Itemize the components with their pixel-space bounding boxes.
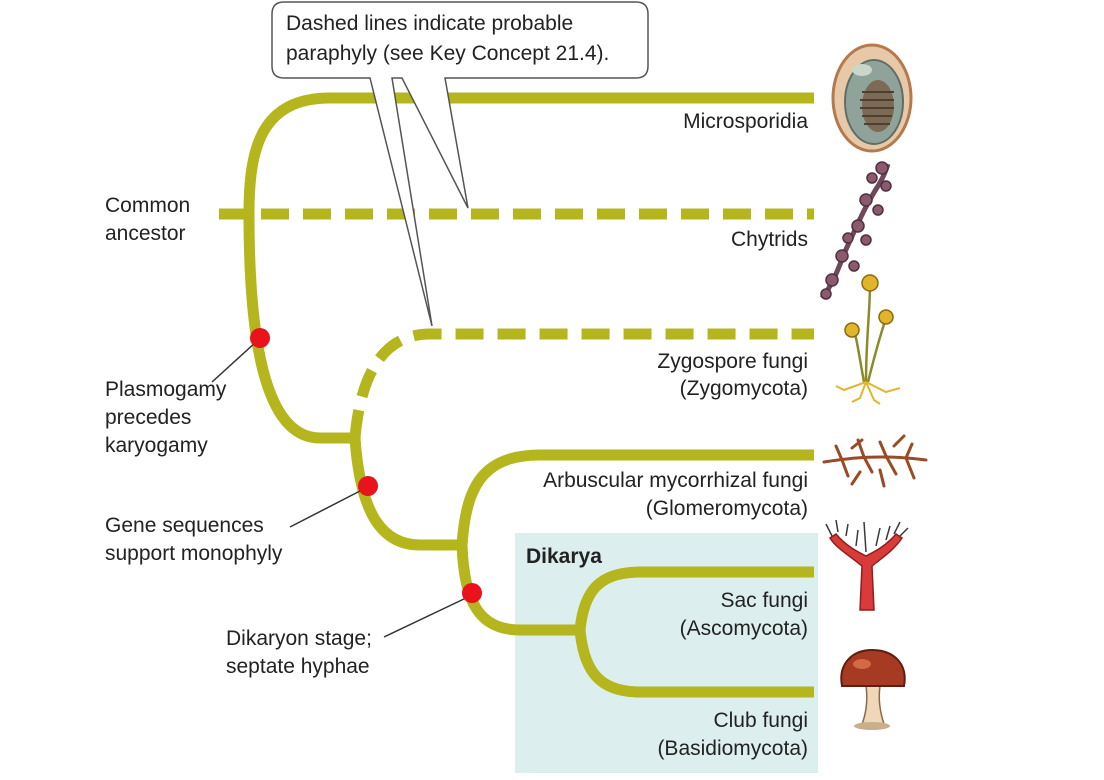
- label-club-line2: (Basidiomycota): [657, 737, 808, 760]
- zygospore-fungus-icon: [835, 274, 901, 405]
- leader-lines: [211, 341, 467, 638]
- branch-zygospore: [349, 328, 814, 439]
- label-arbuscular-line2: (Glomeromycota): [646, 497, 808, 520]
- label-microsporidia: Microsporidia: [683, 110, 808, 133]
- dot-plasmogamy: [250, 328, 270, 348]
- leader-dikaryon: [383, 597, 467, 638]
- leader-gene-sequences: [289, 490, 361, 528]
- label-dikaryon-line1: Dikaryon stage;: [226, 627, 372, 650]
- chytrid-icon: [820, 161, 892, 300]
- callout-text-line1: Dashed lines indicate probable: [286, 12, 573, 35]
- dikarya-label: Dikarya: [526, 545, 602, 568]
- leader-plasmogamy: [211, 341, 257, 383]
- label-sac-line2: (Ascomycota): [680, 617, 808, 640]
- tree-branches: [219, 92, 814, 698]
- callout-bubble: [271, 1, 649, 327]
- annotation-labels: Common ancestor Plasmogamy precedes kary…: [105, 194, 372, 678]
- label-common-ancestor-line2: ancestor: [105, 222, 186, 245]
- paraphyly-callout: Dashed lines indicate probable paraphyly…: [271, 1, 649, 327]
- label-zygospore-line2: (Zygomycota): [680, 377, 808, 400]
- label-dikaryon-line2: septate hyphae: [226, 655, 370, 678]
- label-common-ancestor-line1: Common: [105, 194, 190, 217]
- dot-dikaryon: [462, 583, 482, 603]
- label-club-line1: Club fungi: [713, 709, 808, 732]
- branch-trunk-middle: [349, 437, 462, 551]
- branch-club: [574, 629, 814, 698]
- sac-fungus-icon: [825, 519, 909, 611]
- label-zygospore-line1: Zygospore fungi: [657, 350, 808, 373]
- branch-trunk-lower: [456, 544, 580, 636]
- microsporidia-spore-icon: [831, 43, 913, 153]
- label-plasmogamy-line2: precedes: [105, 406, 191, 429]
- label-sac-line1: Sac fungi: [720, 589, 808, 612]
- dot-gene-sequences: [358, 476, 378, 496]
- label-plasmogamy-line1: Plasmogamy: [105, 378, 227, 401]
- branch-arbuscular: [456, 449, 814, 546]
- branch-trunk-upper: [243, 213, 355, 444]
- branch-microsporidia: [243, 92, 814, 215]
- label-plasmogamy-line3: karyogamy: [105, 434, 208, 457]
- label-arbuscular-line1: Arbuscular mycorrhizal fungi: [543, 469, 808, 492]
- taxon-labels: Microsporidia Chytrids Zygospore fungi (…: [543, 110, 808, 760]
- callout-text-line2: paraphyly (see Key Concept 21.4).: [286, 42, 609, 65]
- synapomorphy-dots: [250, 328, 482, 603]
- label-gene-sequences-line1: Gene sequences: [105, 514, 264, 537]
- club-fungus-mushroom-icon: [840, 648, 906, 730]
- label-gene-sequences-line2: support monophyly: [105, 542, 283, 565]
- label-chytrids: Chytrids: [731, 228, 808, 251]
- branch-sac: [574, 566, 814, 631]
- arbuscular-hyphae-icon: [822, 434, 928, 488]
